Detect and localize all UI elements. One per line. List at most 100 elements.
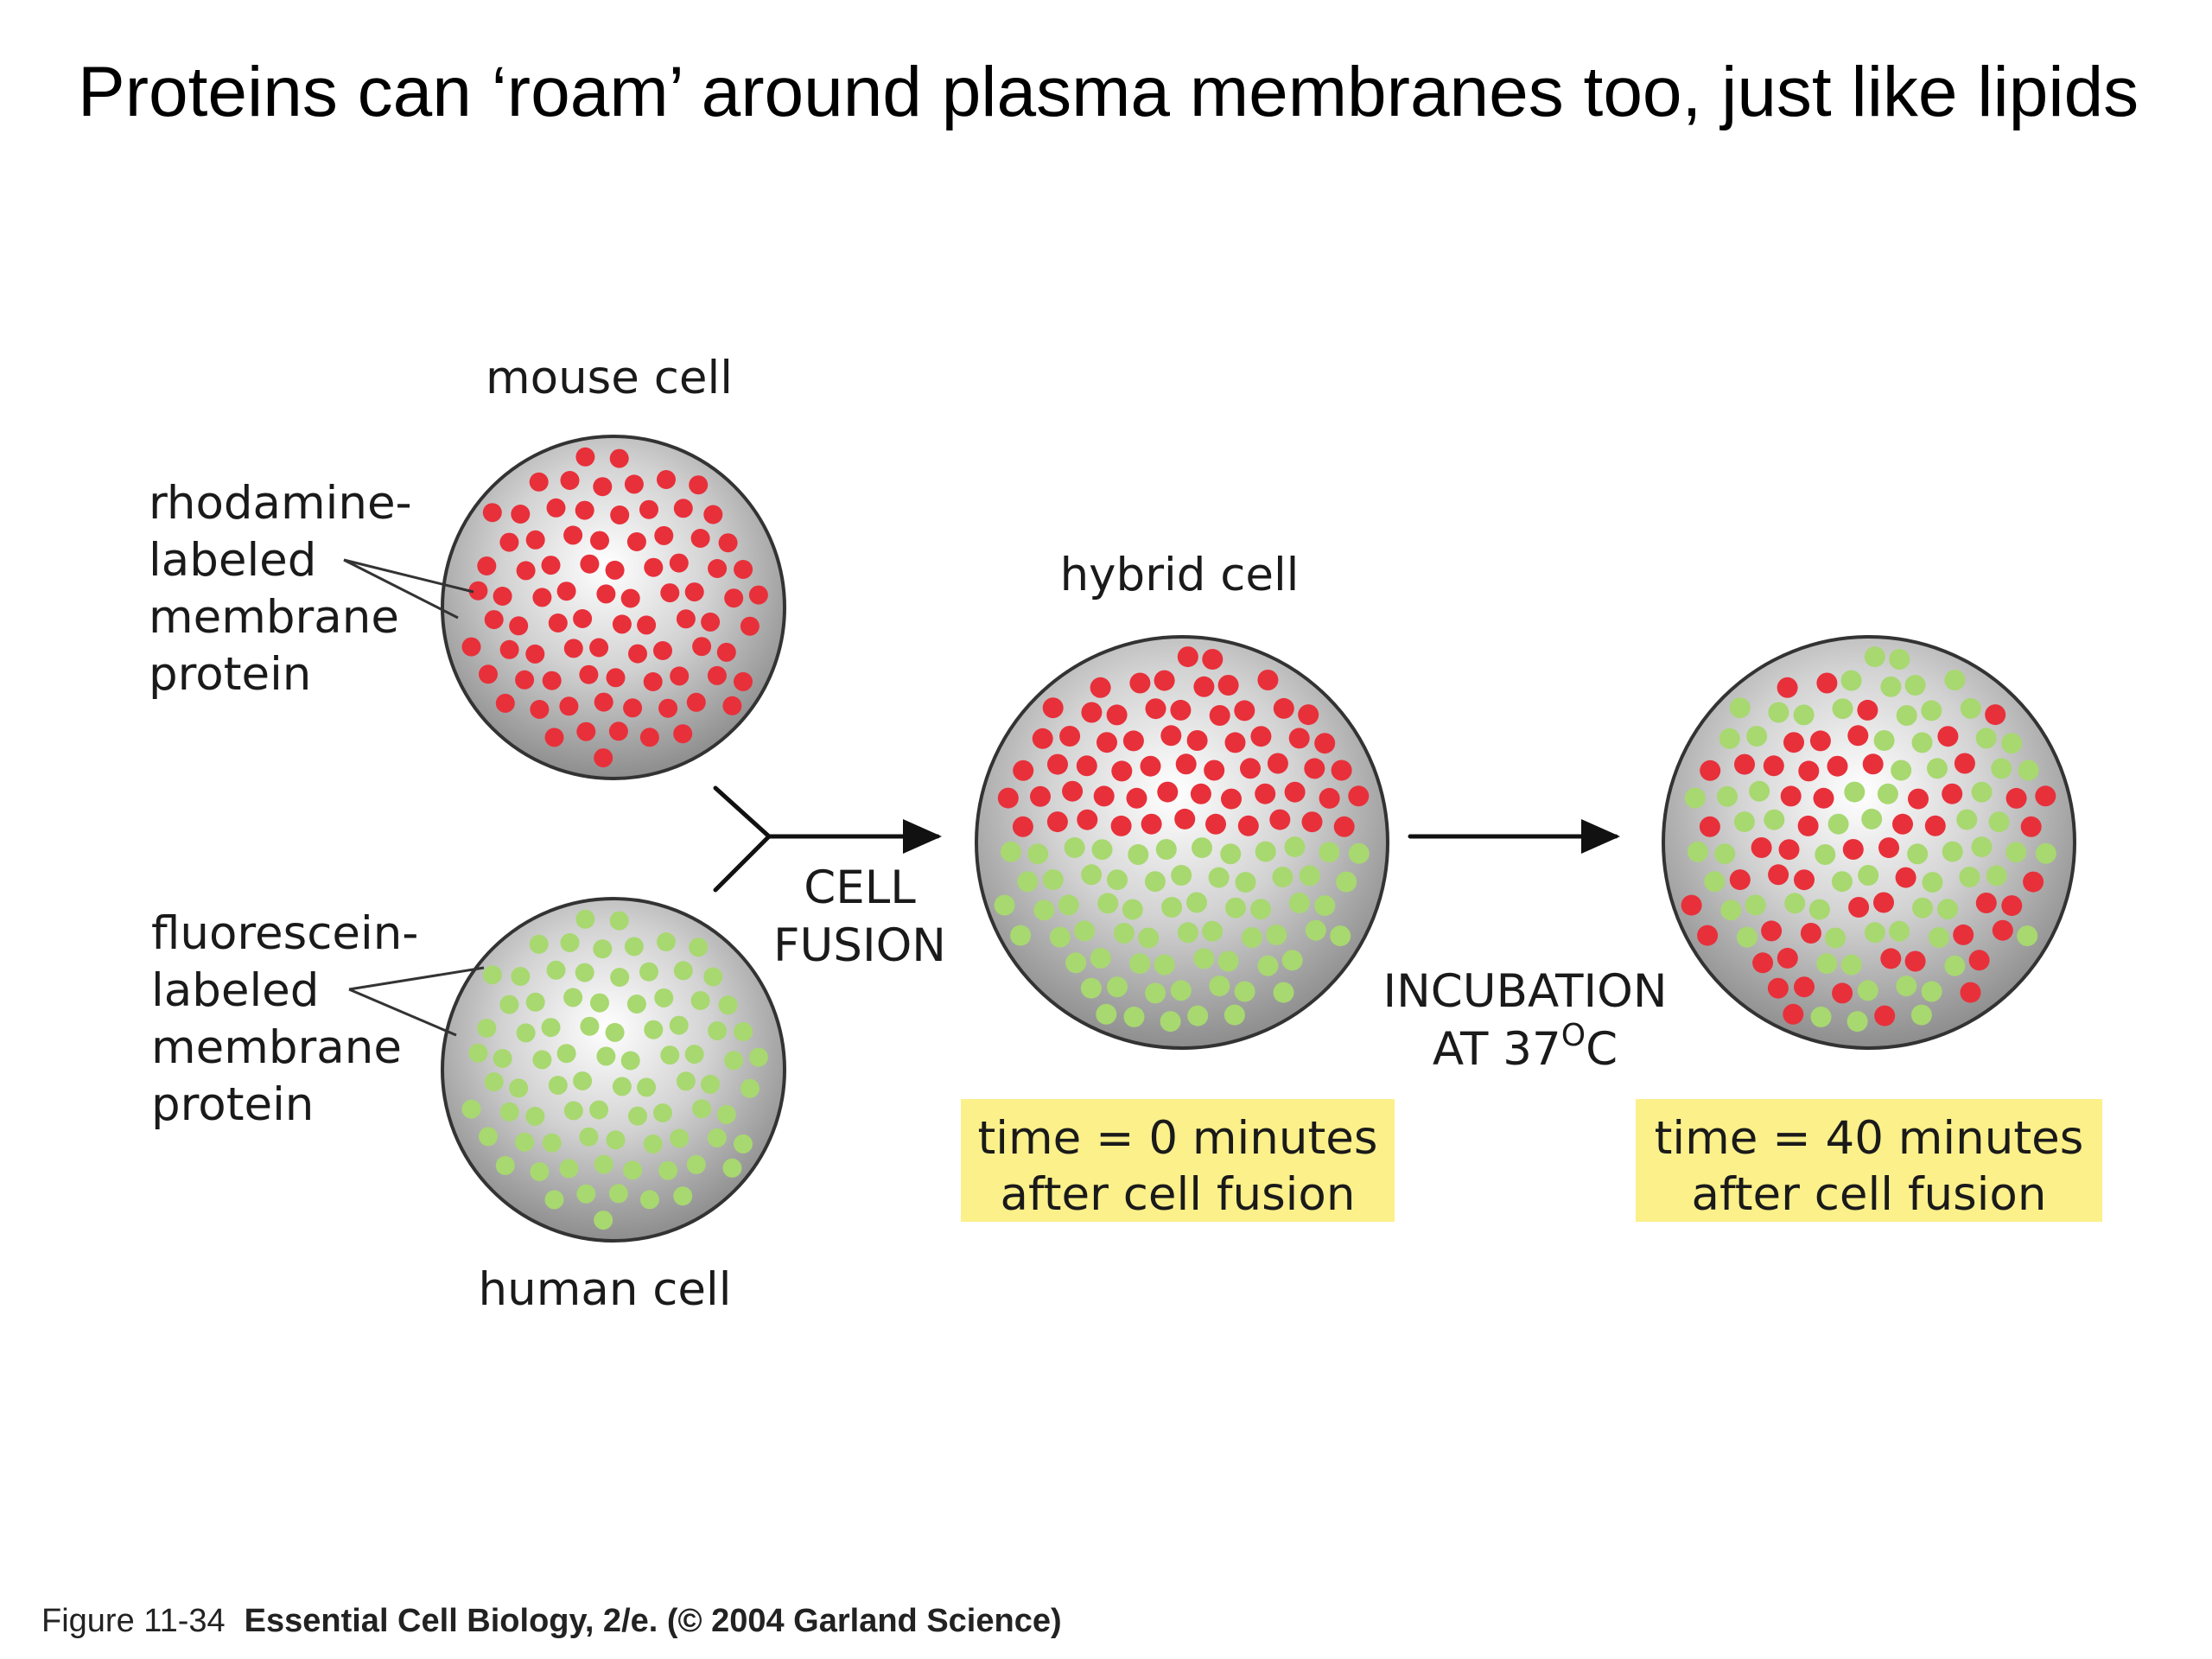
- membrane-protein-dot: [1205, 813, 1226, 835]
- membrane-protein-dot: [1681, 894, 1702, 916]
- membrane-protein-dot: [1816, 672, 1838, 694]
- membrane-protein-dot: [1042, 869, 1064, 891]
- membrane-protein-dot: [626, 995, 646, 1014]
- membrane-protein-dot: [1319, 842, 1340, 863]
- membrane-protein-dot: [748, 1047, 768, 1067]
- membrane-protein-dot: [1145, 698, 1166, 720]
- membrane-protein-dot: [612, 614, 632, 634]
- membrane-protein-dot: [1204, 760, 1225, 781]
- membrane-protein-dot: [1928, 927, 1949, 948]
- membrane-protein-dot: [2017, 925, 2038, 947]
- membrane-protein-dot: [1942, 783, 1963, 804]
- membrane-protein-dot: [560, 933, 580, 952]
- membrane-protein-dot: [716, 642, 736, 662]
- membrane-protein-dot: [593, 939, 613, 959]
- membrane-protein-dot: [1090, 677, 1111, 698]
- membrane-protein-dot: [575, 909, 595, 929]
- membrane-protein-dot: [1896, 976, 1917, 997]
- membrane-protein-dot: [657, 470, 676, 489]
- membrane-protein-dot: [590, 531, 609, 550]
- membrane-protein-dot: [596, 1046, 616, 1066]
- membrane-protein-dot: [1042, 697, 1064, 719]
- membrane-protein-dot: [673, 724, 693, 744]
- membrane-protein-dot: [1272, 867, 1294, 887]
- membrane-protein-dot: [1873, 730, 1895, 751]
- membrane-protein-dot: [1175, 753, 1197, 775]
- membrane-protein-dot: [1889, 649, 1910, 670]
- membrane-protein-dot: [532, 588, 552, 607]
- membrane-protein-dot: [1155, 839, 1177, 860]
- human-cell: [441, 897, 786, 1243]
- membrane-protein-dot: [576, 721, 596, 741]
- membrane-protein-dot: [1921, 700, 1942, 721]
- membrane-protein-dot: [609, 911, 629, 931]
- membrane-protein-dot: [1700, 760, 1721, 781]
- svg-text:time = 0 minutes: time = 0 minutes: [978, 1112, 1378, 1165]
- membrane-protein-dot: [563, 639, 583, 658]
- membrane-protein-dot: [1736, 926, 1758, 948]
- membrane-protein-dot: [515, 670, 535, 690]
- membrane-protein-dot: [1010, 925, 1032, 946]
- membrane-protein-dot: [1697, 925, 1719, 946]
- membrane-protein-dot: [1815, 844, 1836, 865]
- membrane-protein-dot: [1331, 760, 1352, 781]
- membrane-protein-dot: [1877, 783, 1898, 804]
- membrane-protein-dot: [1873, 892, 1894, 913]
- membrane-protein-dot: [1046, 811, 1068, 833]
- membrane-protein-dot: [1896, 705, 1917, 726]
- membrane-protein-dot: [1922, 872, 1943, 893]
- membrane-protein-dot: [1827, 813, 1849, 835]
- membrane-protein-dot: [669, 553, 689, 573]
- membrane-protein-dot: [516, 1023, 536, 1043]
- membrane-protein-dot: [1891, 760, 1912, 781]
- membrane-protein-dot: [1729, 869, 1751, 891]
- membrane-protein-dot: [1752, 952, 1774, 974]
- membrane-protein-dot: [686, 1154, 706, 1174]
- membrane-protein-dot: [707, 665, 727, 685]
- hybrid-cell-time-40: [1662, 635, 2076, 1050]
- membrane-protein-dot: [1301, 811, 1323, 833]
- membrane-protein-dot: [1141, 813, 1162, 835]
- membrane-protein-dot: [724, 588, 744, 608]
- membrane-protein-dot: [1257, 955, 1279, 976]
- membrane-protein-dot: [1208, 867, 1230, 888]
- rhodamine-leader-lines: [343, 558, 474, 620]
- membrane-protein-dot: [1257, 670, 1279, 690]
- membrane-protein-dot: [1138, 927, 1160, 949]
- membrane-protein-dot: [1912, 897, 1933, 918]
- membrane-protein-dot: [740, 616, 760, 636]
- membrane-protein-dot: [1241, 927, 1262, 948]
- membrane-protein-dot: [734, 1022, 753, 1041]
- membrane-protein-dot: [676, 1071, 696, 1091]
- fluorescein-label: fluorescein- labeled membrane protein: [151, 907, 418, 1131]
- membrane-protein-dot: [509, 616, 529, 636]
- membrane-protein-dot: [1288, 893, 1310, 913]
- caption-figure-number: Figure 11-34: [41, 1603, 226, 1639]
- membrane-protein-dot: [499, 995, 519, 1014]
- membrane-protein-dot: [499, 532, 519, 552]
- membrane-protein-dot: [573, 609, 593, 628]
- membrane-protein-dot: [1314, 895, 1336, 917]
- membrane-protein-dot: [590, 993, 609, 1013]
- membrane-protein-dot: [1880, 676, 1902, 697]
- membrane-protein-dot: [1080, 977, 1102, 999]
- membrane-protein-dot: [1794, 869, 1815, 891]
- membrane-protein-dot: [1269, 809, 1291, 830]
- membrane-protein-dot: [1844, 781, 1866, 803]
- membrane-protein-dot: [563, 525, 583, 545]
- membrane-protein-dot: [461, 1099, 481, 1119]
- slide-title: Proteins can ‘roam’ around plasma membra…: [78, 53, 2139, 131]
- membrane-protein-dot: [670, 1128, 690, 1148]
- membrane-protein-dot: [1333, 816, 1355, 837]
- membrane-protein-dot: [1273, 697, 1294, 719]
- membrane-protein-dot: [1250, 726, 1272, 747]
- membrane-protein-dot: [1174, 808, 1196, 830]
- membrane-protein-dot: [994, 894, 1015, 916]
- membrane-protein-dot: [1768, 702, 1789, 723]
- membrane-protein-dot: [689, 475, 709, 495]
- membrane-protein-dot: [639, 728, 659, 747]
- membrane-protein-dot: [1097, 893, 1119, 914]
- membrane-protein-dot: [1348, 785, 1370, 807]
- svg-text:AT 37OC: AT 37OC: [1433, 1018, 1618, 1076]
- membrane-protein-dot: [1093, 785, 1115, 807]
